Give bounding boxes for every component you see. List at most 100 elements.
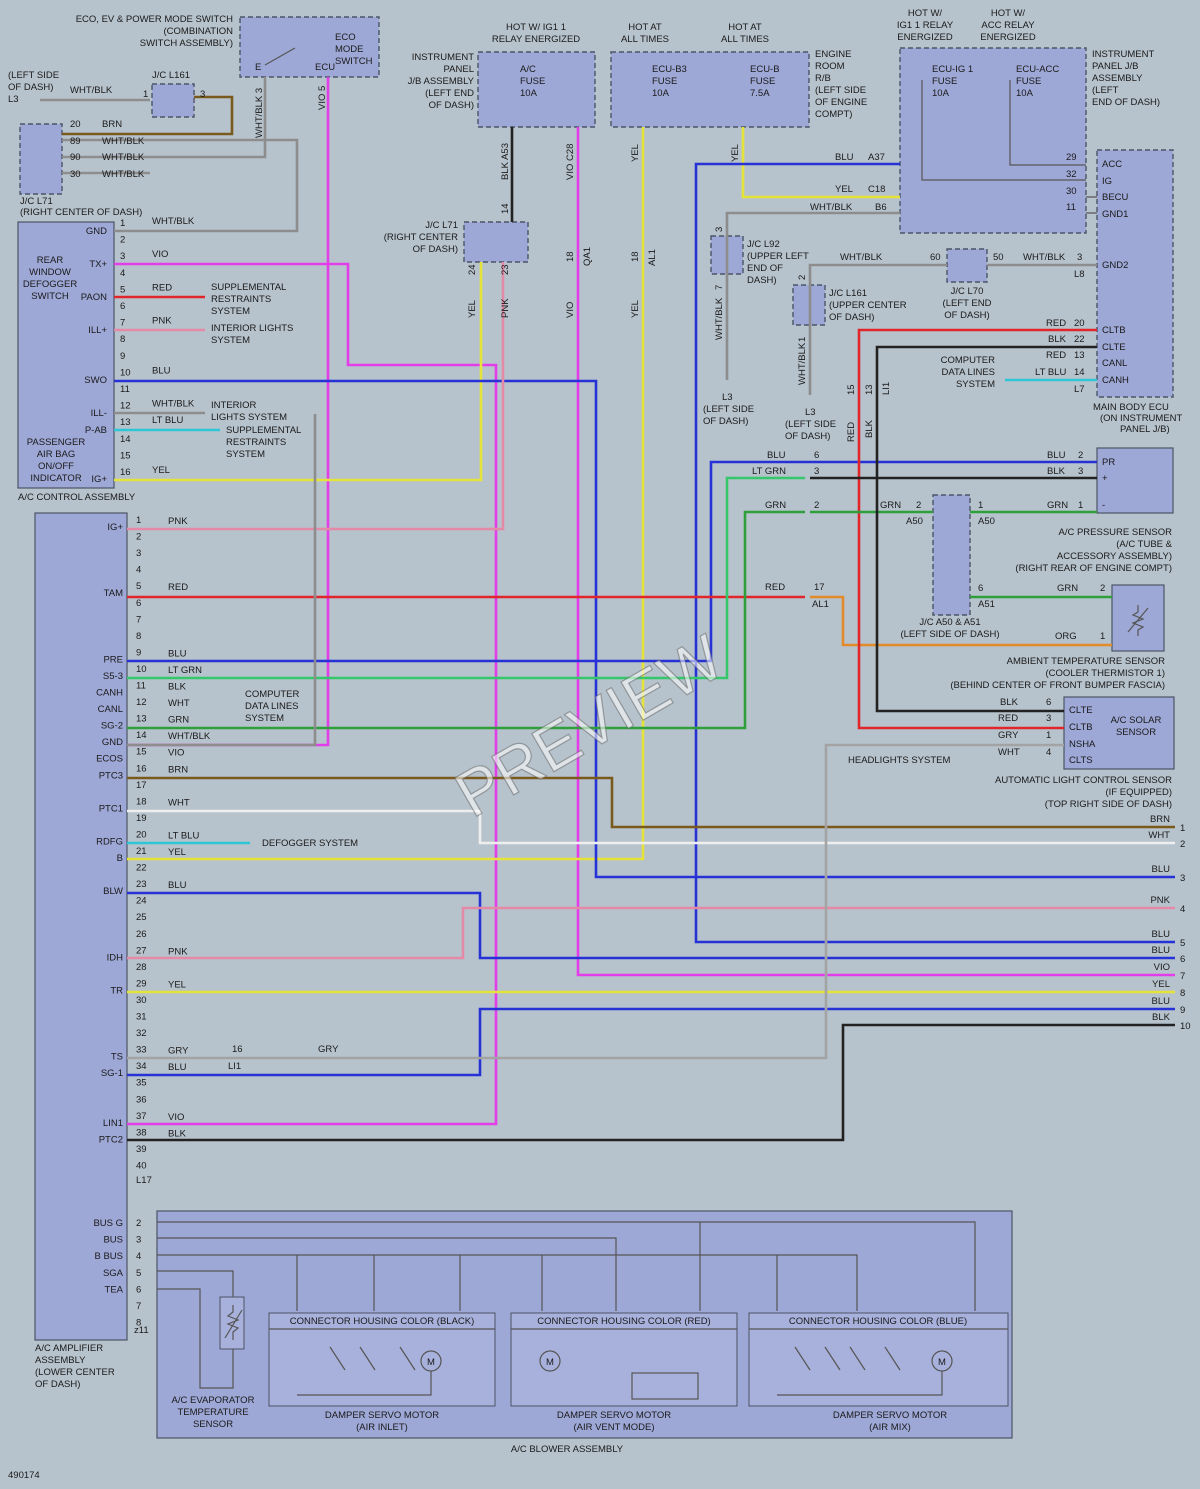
ac-control-pin: 5 (120, 284, 125, 295)
alc-l1: AUTOMATIC LIGHT CONTROL SENSOR (995, 775, 1172, 786)
ipjbr-l1: INSTRUMENT (1092, 49, 1154, 60)
amplifier-pin: 28 (136, 962, 147, 973)
ac-control-pin: 6 (120, 301, 125, 312)
right-terminal-wire-label: VIO (1154, 962, 1170, 973)
whtblk-l71-1: WHT/BLK (102, 136, 145, 147)
yel-erb2-label: YEL (730, 144, 741, 162)
p17: 17 (814, 582, 825, 593)
ipjbr-fuse1b: FUSE (932, 76, 957, 87)
erb-l5: OF ENGINE (815, 97, 867, 108)
mbecu-l1: MAIN BODY ECU (1093, 402, 1169, 413)
wire-yel-becu (741, 127, 900, 199)
sol-l2: SENSOR (1116, 727, 1156, 738)
amplifier-pin-name: TAM (104, 588, 123, 599)
ipjbr-l2: PANEL J/B (1092, 61, 1138, 72)
pnk-l71: PNK (500, 298, 511, 318)
yel-mid: YEL (630, 300, 641, 318)
mbecu-ig: IG (1102, 176, 1112, 187)
right-terminal-wire-label: BLU (1152, 996, 1171, 1007)
ac-fuse-rating: 10A (520, 88, 538, 99)
jc-l71-mid-box (463, 221, 529, 263)
mbecu-canl: CANL (1102, 358, 1127, 369)
pin29: 29 (1066, 152, 1077, 163)
watermark: PREVIEW (443, 621, 735, 831)
sol-blk: BLK (1000, 697, 1019, 708)
p6: 6 (814, 450, 819, 461)
amplifier-wire-label: RED (168, 582, 188, 593)
ac-control-box (17, 221, 115, 489)
p14b: 14 (1074, 367, 1085, 378)
sol-cltb: CLTB (1069, 722, 1093, 733)
ac-control-pin: 14 (120, 434, 131, 445)
p15: 15 (846, 384, 857, 395)
blw-evap3: SENSOR (193, 1419, 233, 1430)
wire-wht-ptc1 (127, 809, 1175, 845)
p3-sol: 3 (1046, 713, 1051, 724)
wire-blk-ptc2 (127, 1023, 1175, 1142)
sol-wht: WHT (998, 747, 1020, 758)
eco-label2: MODE (335, 44, 364, 55)
right-terminal-number: 5 (1180, 938, 1185, 949)
erb-hot2b: ALL TIMES (721, 34, 769, 45)
right-terminal-wire-label: BLU (1152, 864, 1171, 875)
ac-control-pin: 7 (120, 318, 125, 329)
ltgrn-3: LT GRN (752, 466, 786, 477)
ac-fuse-name: A/C (520, 64, 536, 75)
ground-left-3: L3 (8, 94, 19, 105)
prs-l4: (RIGHT REAR OF ENGINE COMPT) (1015, 563, 1172, 574)
amplifier-pin: 40 (136, 1160, 147, 1171)
erb-fuse1c: 10A (652, 88, 670, 99)
blower-pin-name: BUS (103, 1235, 123, 1246)
eco-label: ECO (335, 32, 356, 43)
amp-z11: z11 (134, 1325, 149, 1336)
wire-org-ambient (810, 595, 1112, 647)
whtblk-gnd2: WHT/BLK (1023, 252, 1066, 263)
red-v: RED (846, 422, 857, 442)
amplifier-pin: 26 (136, 929, 147, 940)
ipjb-left-l1: INSTRUMENT (412, 52, 474, 63)
acc-illm: ILL- (91, 408, 107, 419)
wire-whtblk-gnd (62, 138, 299, 233)
sol-gry: GRY (998, 730, 1019, 741)
amplifier-wire-label: VIO (168, 748, 184, 759)
right-terminal-wire-label: YEL (1152, 979, 1170, 990)
prs-l1: A/C PRESSURE SENSOR (1059, 527, 1173, 538)
amplifier-pin: 33 (136, 1045, 147, 1056)
blower-pin: 7 (136, 1301, 141, 1312)
ac-control-wire-label: WHT/BLK (152, 216, 195, 227)
blu-a37: BLU (835, 152, 854, 163)
amplifier-pin: 5 (136, 581, 141, 592)
sol-red: RED (998, 713, 1018, 724)
amplifier-pin: 36 (136, 1094, 147, 1105)
amplifier-wire-label: BLU (168, 1062, 187, 1073)
jc-l161-top-pin1: 1 (143, 89, 148, 100)
wire-vio-c28 (576, 127, 1175, 977)
amplifier-pin-name: GND (102, 737, 123, 748)
p1-amb: 1 (1100, 631, 1105, 642)
p4-sol: 4 (1046, 747, 1051, 758)
gnd-a-l1: L3 (722, 392, 733, 403)
pin20: 20 (70, 119, 81, 130)
pin90: 90 (70, 152, 81, 163)
acc-pa4: INDICATOR (30, 473, 82, 484)
amplifier-wire-label: BRN (168, 764, 188, 775)
acc-paon: PAON (81, 292, 107, 303)
mbecu-gnd2: GND2 (1102, 260, 1128, 271)
ipjbr-fuse2: ECU-ACC (1016, 64, 1059, 75)
blower-pin-name: SGA (103, 1268, 124, 1279)
right-terminal-number: 8 (1180, 988, 1185, 999)
blk-22: BLK (1048, 334, 1067, 345)
ipjbr-hot2b: ACC RELAY (981, 20, 1035, 31)
cdu-l1: COMPUTER (941, 355, 996, 366)
amplifier-pin: 23 (136, 879, 147, 890)
cdl-l1: COMPUTER (245, 689, 300, 700)
vio-mid: VIO (565, 302, 576, 318)
right-terminal-wire-label: BLK (1152, 1012, 1171, 1023)
amplifier-pin: 37 (136, 1111, 147, 1122)
eco-switch-contact (264, 47, 296, 66)
whtblk-l71-3: WHT/BLK (102, 169, 145, 180)
p2-pr: 2 (1078, 450, 1083, 461)
acc-pa3: ON/OFF (38, 461, 74, 472)
acc-pab: P-AB (85, 425, 107, 436)
